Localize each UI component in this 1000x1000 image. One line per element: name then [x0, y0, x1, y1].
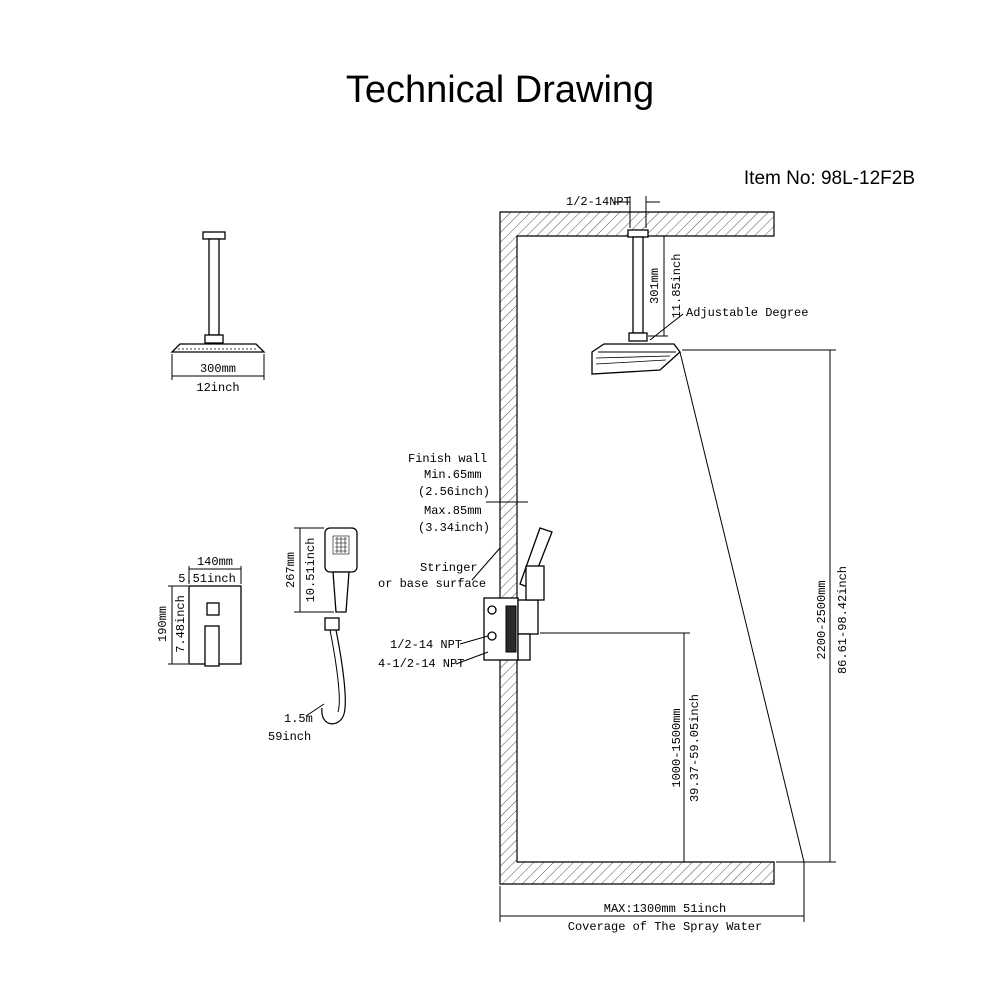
spray-coverage-line [679, 351, 805, 863]
finish-wall-annotation: Finish wall Min.65mm (2.56inch) Max.85mm… [408, 452, 528, 535]
coverage-max-label: MAX:1300mm 51inch [604, 902, 726, 916]
page-title: Technical Drawing [346, 69, 654, 111]
hand-shower-detail [321, 527, 358, 725]
hose-length-inch: 59inch [268, 730, 311, 744]
arm-length-inch: 11.85inch [670, 254, 684, 319]
valve-height-inch: 39.37-59.05inch [688, 694, 702, 802]
rain-shower-head-detail [170, 231, 266, 353]
npt-top-label: 1/2-14NPT [566, 195, 631, 209]
installed-handheld [519, 527, 553, 601]
head-width-mm: 300mm [200, 362, 236, 376]
hose-length-m: 1.5m [284, 712, 313, 726]
finish-wall-label: Finish wall [408, 452, 487, 466]
coverage-dimension: MAX:1300mm 51inch Coverage of The Spray … [499, 862, 805, 934]
hand-shower-nozzles [332, 535, 350, 555]
head-width-dimension: 300mm 12inch [171, 354, 265, 395]
finish-max-inch: (3.34inch) [418, 521, 490, 535]
stringer-label: Stringer [420, 561, 478, 575]
plate-width-mm: 140mm [197, 555, 233, 569]
npt-top-dimension: 1/2-14NPT [566, 195, 660, 228]
hand-length-mm: 267mm [284, 552, 298, 588]
plate-height-inch: 7.48inch [174, 595, 188, 653]
hose-length-callout: 1.5m 59inch [268, 703, 325, 744]
item-number: Item No: 98L-12F2B [744, 168, 915, 189]
hand-length-dimension: 267mm 10.51inch [284, 527, 334, 613]
wall-section [499, 211, 775, 885]
head-width-inch: 12inch [196, 381, 239, 395]
finish-max-mm: Max.85mm [424, 504, 482, 518]
rain-head-nozzles [595, 351, 676, 365]
installed-rain-shower [591, 229, 681, 375]
adjustable-degree-callout: Adjustable Degree [649, 306, 808, 341]
height-dimension: 2200-2500mm 86.61-98.42inch [682, 349, 850, 863]
hand-length-inch: 10.51inch [304, 538, 318, 603]
installed-valve [483, 597, 539, 661]
arm-length-dimension: 301mm 11.85inch [648, 235, 684, 337]
adjustable-degree-label: Adjustable Degree [686, 306, 808, 320]
npt-a-label: 1/2-14 NPT [390, 638, 462, 652]
valve-height-dimension: 1000-1500mm 39.37-59.05inch [540, 632, 702, 862]
finish-min-inch: (2.56inch) [418, 485, 490, 499]
finish-min-mm: Min.65mm [424, 468, 482, 482]
plate-height-mm: 190mm [156, 606, 170, 642]
arm-length-mm: 301mm [648, 268, 662, 304]
plate-width-inch: 5.51inch [178, 572, 236, 586]
base-surface-label: or base surface [378, 577, 486, 591]
valve-trim-plate [188, 585, 242, 667]
stringer-annotation: Stringer or base surface [378, 547, 501, 591]
height-mm: 2200-2500mm [815, 580, 829, 659]
coverage-text-label: Coverage of The Spray Water [568, 920, 762, 934]
height-inch: 86.61-98.42inch [836, 566, 850, 674]
plate-width-dimension: 140mm 5.51inch [178, 555, 242, 586]
plate-height-dimension: 190mm 7.48inch [156, 585, 188, 665]
valve-height-mm: 1000-1500mm [670, 708, 684, 787]
valve-npt-annotation: 1/2-14 NPT 4-1/2-14 NPT [378, 635, 489, 671]
npt-b-label: 4-1/2-14 NPT [378, 657, 464, 671]
